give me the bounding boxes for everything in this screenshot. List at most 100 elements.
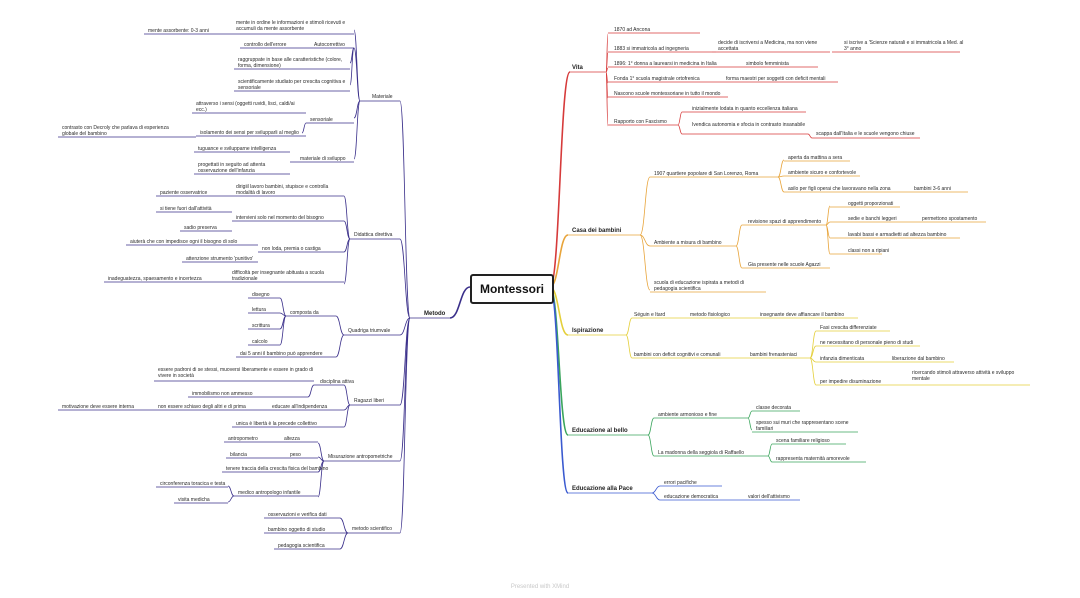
- topic-node[interactable]: si iscrive a 'Scienze naturali e si imma…: [844, 40, 964, 52]
- topic-node[interactable]: ne necessitano di personale pieno di stu…: [820, 340, 914, 346]
- topic-node[interactable]: circonferenza toracica e testa: [160, 481, 226, 487]
- topic-node[interactable]: lavabi bassi e armadietti ad altezza bam…: [848, 232, 947, 238]
- topic-node[interactable]: sensoriale: [310, 117, 333, 123]
- topic-node[interactable]: classi non a ripiani: [848, 248, 890, 254]
- topic-node[interactable]: scena familiare religioso: [776, 438, 830, 444]
- topic-node[interactable]: paziente osservatrice: [160, 190, 208, 196]
- topic-node[interactable]: attenzione strumento 'punitivo': [186, 256, 254, 262]
- topic-node[interactable]: osservazioni e verifica dati: [268, 512, 327, 518]
- topic-node[interactable]: mente assorbente: 0-3 anni: [148, 28, 209, 34]
- topic-node[interactable]: essere padroni di se stessi, muoversi li…: [158, 367, 314, 379]
- topic-node[interactable]: aiuterà che con impedisce ogni il bisogn…: [130, 239, 238, 245]
- topic-node[interactable]: immobilismo non ammesso: [192, 391, 253, 397]
- topic-node[interactable]: bambini frenasteniaci: [750, 352, 798, 358]
- topic-node[interactable]: Gia presente nelle scuole Agazzi: [748, 262, 821, 268]
- topic-node[interactable]: infanzia dimenticata: [820, 356, 865, 362]
- topic-node[interactable]: scientificamente studiato per crescita c…: [238, 79, 346, 91]
- topic-node[interactable]: calcolo: [252, 339, 268, 345]
- topic-node[interactable]: visita medicha: [178, 497, 210, 503]
- topic-node[interactable]: scuola di educazione ispirata a metodi d…: [654, 280, 745, 292]
- topic-node[interactable]: non essere schiavo degli altri e di prim…: [158, 404, 246, 410]
- topic-node[interactable]: altezza: [284, 436, 300, 442]
- central-topic[interactable]: Montessori: [470, 274, 554, 304]
- topic-node[interactable]: unica è libertà è la precede collettivo: [236, 421, 317, 427]
- topic-node[interactable]: La madonna della seggiola di Raffaello: [658, 450, 745, 456]
- topic-node[interactable]: sedie e banchi leggeri: [848, 216, 897, 222]
- topic-node[interactable]: mente in ordine le informazioni e stimol…: [236, 20, 346, 32]
- topic-node[interactable]: composta da: [290, 310, 319, 316]
- topic-node[interactable]: Autocorrettivo: [314, 42, 345, 48]
- topic-node[interactable]: non loda, premia o castiga: [262, 246, 321, 252]
- topic-node[interactable]: Ambiente a misura di bambino: [654, 240, 722, 246]
- topic-node[interactable]: attraverso i sensi (oggetti ruvidi, lisc…: [196, 101, 295, 113]
- topic-node[interactable]: tuguance e svilupparne intelligenza: [198, 146, 277, 152]
- topic-node[interactable]: difficoltà per insegnante abituata a scu…: [232, 270, 324, 282]
- topic-node[interactable]: oggetti proporzionati: [848, 201, 894, 207]
- topic-node[interactable]: Rapporto con Fascismo: [614, 119, 667, 125]
- topic-node[interactable]: Fonda 1° scuola magistrale ortofrenica: [614, 76, 700, 82]
- topic-node[interactable]: controllo dell'errore: [244, 42, 287, 48]
- topic-node[interactable]: isolamento dei sensi per svilupparli al …: [200, 130, 299, 136]
- subtopic-didattica-direttiva[interactable]: Didattica direttiva: [354, 232, 393, 238]
- topic-node[interactable]: forma maestri per soggetti con deficit m…: [726, 76, 826, 82]
- topic-node[interactable]: simbolo femminista: [746, 61, 789, 67]
- topic-node[interactable]: peso: [290, 452, 301, 458]
- topic-node[interactable]: Fasi crescita differenziate: [820, 325, 877, 331]
- topic-node[interactable]: sadio preserva: [184, 225, 217, 231]
- topic-node[interactable]: aperta da mattina a sera: [788, 155, 843, 161]
- topic-node[interactable]: bambini 3-6 anni: [914, 186, 951, 192]
- subtopic-misurazione[interactable]: Misurazione antropometriche: [328, 454, 393, 460]
- topic-node[interactable]: 1870 ad Ancona: [614, 27, 651, 33]
- branch-ispirazione[interactable]: Ispirazione: [572, 328, 604, 334]
- branch-casa-dei-bambini[interactable]: Casa dei bambini: [572, 228, 622, 234]
- topic-node[interactable]: educare all'indipendenza: [272, 404, 328, 410]
- topic-node[interactable]: contrasto con Decroly che parlava di esp…: [62, 125, 169, 137]
- topic-node[interactable]: inadeguatezza, spaesamento e incertezza: [108, 276, 202, 282]
- topic-node[interactable]: valori dell'attivismo: [748, 494, 790, 500]
- branch-educazione-al-bello[interactable]: Educazione al bello: [572, 428, 628, 434]
- topic-node[interactable]: raggruppate in base alle caratteristiche…: [238, 57, 343, 69]
- topic-node[interactable]: disegno: [252, 292, 270, 298]
- topic-node[interactable]: spesso sui muri che rappresentano scene …: [756, 420, 849, 432]
- topic-node[interactable]: intervieni solo nel momento del bisogno: [236, 215, 324, 221]
- topic-node[interactable]: decide di iscriversi a Medicina, ma non …: [718, 40, 818, 52]
- branch-vita[interactable]: Vita: [572, 65, 583, 71]
- topic-node[interactable]: lettura: [252, 307, 266, 313]
- topic-node[interactable]: Nascono scuole montessoriane in tutto il…: [614, 91, 721, 97]
- topic-node[interactable]: classe decorata: [756, 405, 792, 411]
- topic-node[interactable]: dirigiil lavoro bambini, stupisce e cont…: [236, 184, 329, 196]
- topic-node[interactable]: 1896: 1° donna a laurearsi in medicina i…: [614, 61, 717, 67]
- topic-node[interactable]: rappresenta maternità amorevole: [776, 456, 850, 462]
- topic-node[interactable]: insegnante deve affiancare il bambino: [760, 312, 845, 318]
- topic-node[interactable]: scrittura: [252, 323, 270, 329]
- topic-node[interactable]: bambino oggetto di studio: [268, 527, 326, 533]
- subtopic-metodo-scientifico[interactable]: metodo scientifico: [352, 526, 393, 532]
- subtopic-ragazzi-liberi[interactable]: Ragazzi liberi: [354, 398, 385, 404]
- topic-node[interactable]: bambini con deficit cognitivi e comunali: [634, 352, 721, 358]
- topic-node[interactable]: liberazione dal bambino: [892, 356, 945, 362]
- topic-node[interactable]: progettati in seguito ad attenta osserva…: [198, 162, 266, 174]
- topic-node[interactable]: Séguin e Itard: [634, 312, 666, 318]
- topic-node[interactable]: per impedire disuminazione: [820, 379, 882, 385]
- topic-node[interactable]: dai 5 anni il bambino può apprendere: [240, 351, 323, 357]
- topic-node[interactable]: ambiente sicuro e confortevole: [788, 170, 857, 176]
- topic-node[interactable]: Ivendica autonomia e sfocia in contrasto…: [692, 122, 806, 128]
- topic-node[interactable]: ricercando stimoli attraverso attività e…: [912, 370, 1015, 382]
- topic-node[interactable]: tenere traccia della crescita fisica del…: [226, 466, 329, 472]
- subtopic-quadriga[interactable]: Quadriga triumvale: [348, 328, 391, 334]
- branch-metodo[interactable]: Metodo: [424, 311, 446, 317]
- topic-node[interactable]: disciplina attiva: [320, 379, 354, 385]
- topic-node[interactable]: materiale di sviluppo: [300, 156, 346, 162]
- topic-node[interactable]: si tiene fuori dall'attività: [160, 206, 212, 212]
- topic-node[interactable]: scappa dall'Italia e le scuole vengono c…: [816, 131, 915, 137]
- topic-node[interactable]: 1907 quartiere popolare di San Lorenzo, …: [654, 171, 759, 177]
- topic-node[interactable]: asilo per figli operai che lavoravano ne…: [788, 186, 891, 192]
- subtopic-materiale[interactable]: Materiale: [372, 94, 393, 100]
- topic-node[interactable]: 1883 si immatricola ad ingegneria: [614, 46, 689, 52]
- topic-node[interactable]: ambiente armonioso e fine: [658, 412, 717, 418]
- topic-node[interactable]: permettono spostamento: [922, 216, 978, 222]
- topic-node[interactable]: inizialmente lodata in quanto eccellenza…: [692, 106, 798, 112]
- topic-node[interactable]: metodo fisiologico: [690, 312, 731, 318]
- topic-node[interactable]: motivazione deve essere interna: [62, 404, 134, 410]
- topic-node[interactable]: errori pacifiche: [664, 480, 697, 486]
